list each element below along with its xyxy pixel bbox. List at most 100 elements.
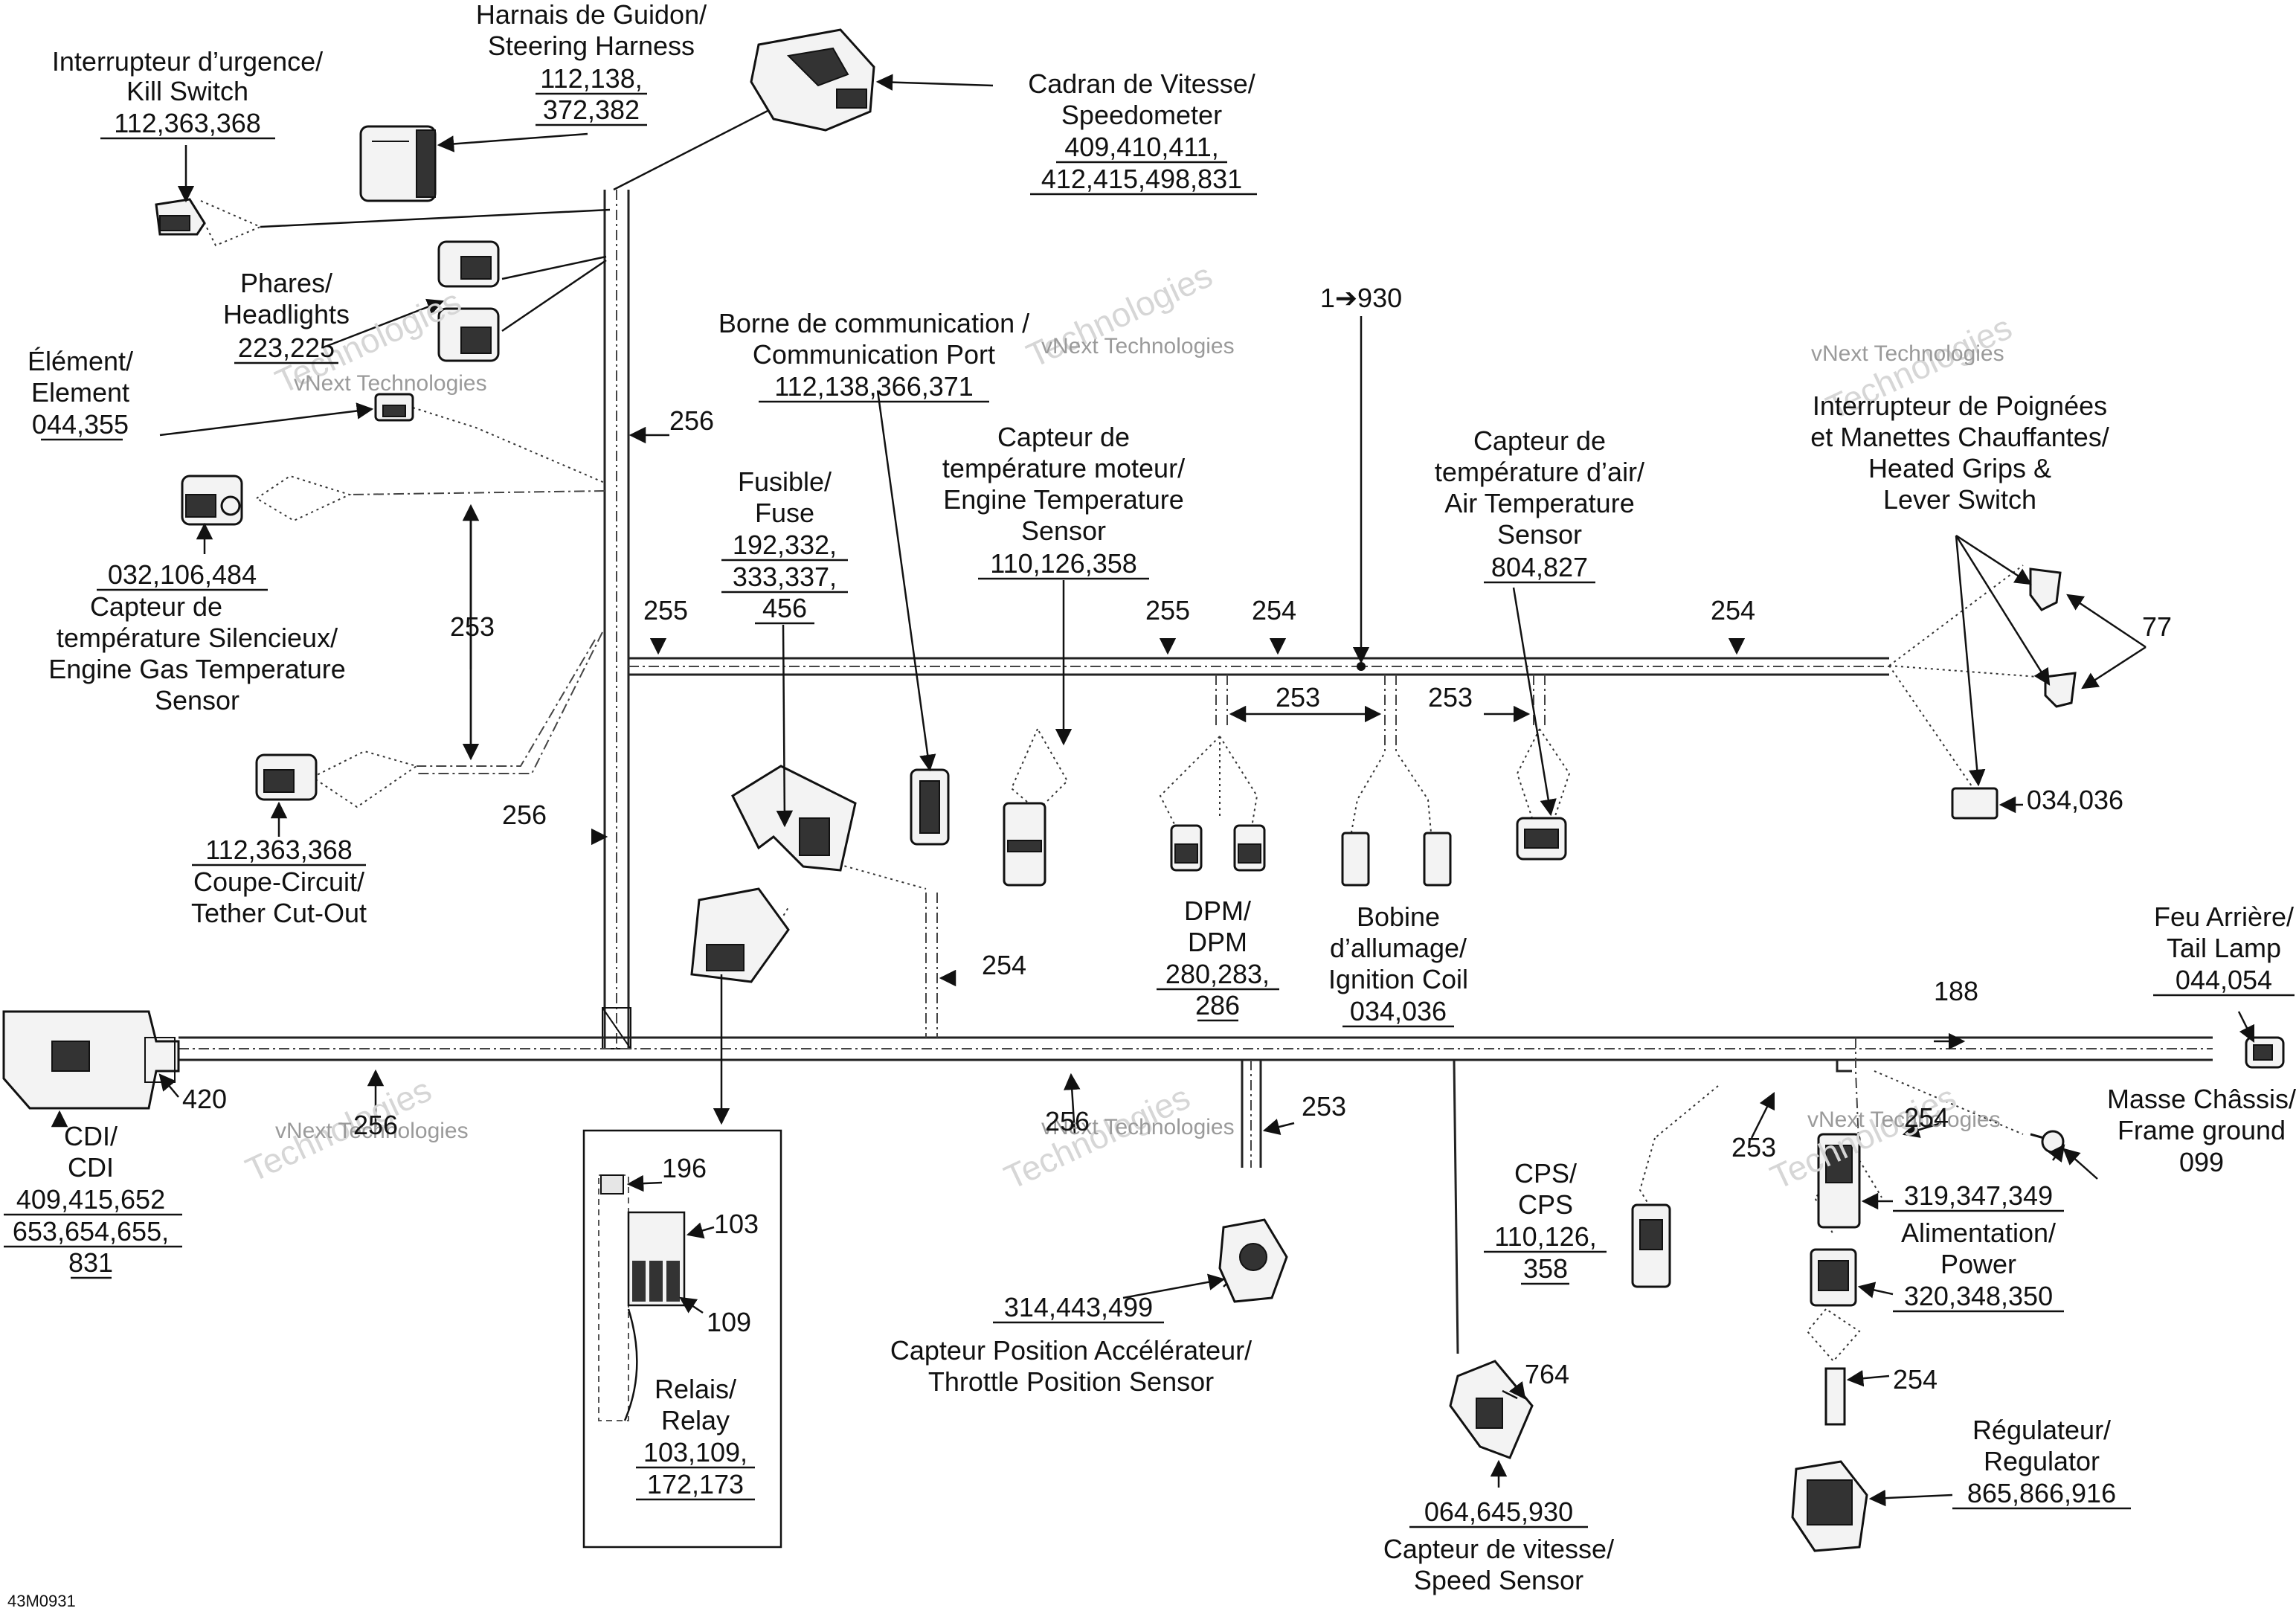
svg-text:Sensor: Sensor bbox=[155, 685, 239, 716]
callout-196: 196 bbox=[662, 1153, 707, 1183]
svg-text:044,054: 044,054 bbox=[2176, 965, 2272, 995]
svg-text:Speed Sensor: Speed Sensor bbox=[1414, 1565, 1583, 1595]
svg-text:314,443,499: 314,443,499 bbox=[1004, 1292, 1153, 1322]
svg-text:Masse Châssis/: Masse Châssis/ bbox=[2107, 1084, 2296, 1114]
svg-text:Throttle Position Sensor: Throttle Position Sensor bbox=[928, 1366, 1214, 1397]
heated-grip-connector-2 bbox=[2044, 672, 2077, 708]
label-frame-ground: Masse Châssis/ Frame ground 099 bbox=[2107, 1084, 2296, 1177]
svg-text:103,109,: 103,109, bbox=[643, 1437, 747, 1467]
ignition-coil-connector-2 bbox=[1423, 832, 1452, 887]
callout-254-c: 254 bbox=[982, 950, 1026, 980]
svg-text:Fuse: Fuse bbox=[755, 498, 814, 528]
watermark-1-brand: vNext Technologies bbox=[294, 371, 487, 396]
svg-text:320,348,350: 320,348,350 bbox=[1904, 1281, 2053, 1311]
svg-text:Engine Temperature: Engine Temperature bbox=[943, 484, 1184, 515]
main-harness bbox=[179, 190, 2213, 1354]
svg-text:319,347,349: 319,347,349 bbox=[1904, 1180, 2053, 1211]
callout-253-e: 253 bbox=[1731, 1132, 1776, 1163]
watermark-2-brand: vNext Technologies bbox=[1041, 334, 1235, 359]
svg-text:température moteur/: température moteur/ bbox=[942, 453, 1185, 483]
svg-text:Heated Grips &: Heated Grips & bbox=[1868, 453, 2051, 483]
svg-text:Ignition Coil: Ignition Coil bbox=[1328, 964, 1468, 994]
callout-256-b: 256 bbox=[502, 800, 547, 830]
svg-text:Lever Switch: Lever Switch bbox=[1883, 484, 2036, 515]
watermark-4-brand: vNext Technologies bbox=[275, 1119, 469, 1143]
watermark-6: Technologies bbox=[1764, 1077, 1961, 1197]
svg-text:Régulateur/: Régulateur/ bbox=[1972, 1415, 2111, 1445]
watermark-5-brand: vNext Technologies bbox=[1041, 1115, 1235, 1139]
svg-text:280,283,: 280,283, bbox=[1165, 959, 1270, 989]
svg-text:Harnais de Guidon/: Harnais de Guidon/ bbox=[476, 0, 707, 30]
svg-text:Fusible/: Fusible/ bbox=[738, 466, 832, 497]
label-tether: 112,363,368 Coupe-Circuit/ Tether Cut-Ou… bbox=[191, 835, 367, 928]
svg-text:333,337,: 333,337, bbox=[733, 562, 837, 592]
callout-255-b: 255 bbox=[1145, 595, 1190, 626]
callout-numbers: 256 253 256 255 255 254 254 253 253 1➔93… bbox=[182, 283, 2172, 1395]
svg-text:064,645,930: 064,645,930 bbox=[1424, 1496, 1573, 1527]
svg-text:034,036: 034,036 bbox=[1350, 996, 1447, 1026]
label-tps: 314,443,499 Capteur Position Accélérateu… bbox=[890, 1292, 1252, 1397]
svg-text:Interrupteur de Poignées: Interrupteur de Poignées bbox=[1813, 390, 2107, 421]
svg-text:CPS/: CPS/ bbox=[1514, 1158, 1577, 1189]
egt-sensor-connector bbox=[181, 475, 243, 526]
callout-253-d: 253 bbox=[1302, 1091, 1346, 1122]
label-kill-switch: Interrupteur d’urgence/ Kill Switch 112,… bbox=[52, 46, 323, 140]
callout-256-d: 256 bbox=[1045, 1106, 1090, 1136]
svg-text:Coupe-Circuit/: Coupe-Circuit/ bbox=[193, 867, 364, 897]
svg-text:CPS: CPS bbox=[1518, 1189, 1573, 1220]
svg-text:409,410,411,: 409,410,411, bbox=[1064, 132, 1219, 162]
watermark-6-brand: vNext Technologies bbox=[1807, 1107, 2001, 1132]
label-power: 319,347,349 Alimentation/ Power 320,348,… bbox=[1893, 1180, 2064, 1313]
svg-text:831: 831 bbox=[68, 1247, 113, 1278]
callout-256-c: 256 bbox=[353, 1110, 398, 1140]
svg-text:Relais/: Relais/ bbox=[655, 1374, 736, 1404]
label-relay: Relais/ Relay 103,109, 172,173 bbox=[636, 1374, 755, 1501]
svg-text:Communication Port: Communication Port bbox=[753, 339, 995, 370]
relay-connector bbox=[690, 887, 790, 983]
svg-text:804,827: 804,827 bbox=[1491, 552, 1588, 582]
svg-text:température d’air/: température d’air/ bbox=[1435, 457, 1644, 487]
svg-text:Bobine: Bobine bbox=[1357, 901, 1440, 932]
label-regulator: Régulateur/ Regulator 865,866,916 bbox=[1952, 1415, 2131, 1510]
svg-text:Cadran de Vitesse/: Cadran de Vitesse/ bbox=[1028, 68, 1255, 99]
label-speed-sensor: 064,645,930 Capteur de vitesse/ Speed Se… bbox=[1383, 1496, 1614, 1595]
tether-connector bbox=[255, 753, 318, 801]
svg-text:Relay: Relay bbox=[661, 1405, 730, 1435]
svg-text:température Silencieux/: température Silencieux/ bbox=[57, 623, 338, 653]
svg-text:110,126,: 110,126, bbox=[1494, 1221, 1596, 1252]
figure-id: 43M0931 bbox=[7, 1592, 76, 1610]
label-engine-temp: Capteur de température moteur/ Engine Te… bbox=[942, 422, 1185, 580]
svg-text:032,106,484: 032,106,484 bbox=[108, 559, 257, 590]
svg-text:Phares/: Phares/ bbox=[240, 268, 332, 298]
speedometer-connector bbox=[750, 28, 875, 132]
svg-text:044,355: 044,355 bbox=[32, 409, 129, 440]
svg-text:112,363,368: 112,363,368 bbox=[114, 108, 261, 138]
label-tail-lamp: Feu Arrière/ Tail Lamp 044,054 bbox=[2153, 901, 2295, 997]
svg-text:Capteur Position Accélérateur/: Capteur Position Accélérateur/ bbox=[890, 1335, 1252, 1366]
callout-254-d: 254 bbox=[1904, 1102, 1949, 1133]
svg-text:456: 456 bbox=[762, 593, 807, 623]
svg-text:Interrupteur d’urgence/: Interrupteur d’urgence/ bbox=[52, 46, 323, 77]
svg-text:Speedometer: Speedometer bbox=[1061, 100, 1222, 130]
svg-text:CDI: CDI bbox=[68, 1152, 114, 1183]
air-temp-connector bbox=[1516, 817, 1567, 861]
label-air-temp: Capteur de température d’air/ Air Temper… bbox=[1435, 425, 1644, 584]
callout-254-e: 254 bbox=[1893, 1364, 1938, 1395]
svg-text:et Manettes Chauffantes/: et Manettes Chauffantes/ bbox=[1810, 422, 2109, 452]
svg-text:Élément/: Élément/ bbox=[28, 346, 133, 376]
label-heated-grips: Interrupteur de Poignées et Manettes Cha… bbox=[1810, 390, 2109, 515]
label-comm-port: Borne de communication / Communication P… bbox=[718, 308, 1029, 403]
dpm-connector-2 bbox=[1233, 824, 1266, 872]
callout-1-930: 1➔930 bbox=[1320, 283, 1402, 313]
svg-text:DPM/: DPM/ bbox=[1184, 896, 1251, 926]
svg-text:Sensor: Sensor bbox=[1021, 515, 1106, 546]
svg-text:Borne de communication /: Borne de communication / bbox=[718, 308, 1029, 338]
label-cps: CPS/ CPS 110,126, 358 bbox=[1484, 1158, 1607, 1285]
label-fuse: Fusible/ Fuse 192,332, 333,337, 456 bbox=[721, 466, 848, 625]
svg-text:CDI/: CDI/ bbox=[64, 1121, 118, 1151]
relay-detail-inset bbox=[582, 1129, 782, 1549]
svg-text:Tail Lamp: Tail Lamp bbox=[2167, 933, 2281, 963]
watermark-3-brand: vNext Technologies bbox=[1811, 341, 2004, 366]
callout-254-b: 254 bbox=[1711, 595, 1755, 626]
